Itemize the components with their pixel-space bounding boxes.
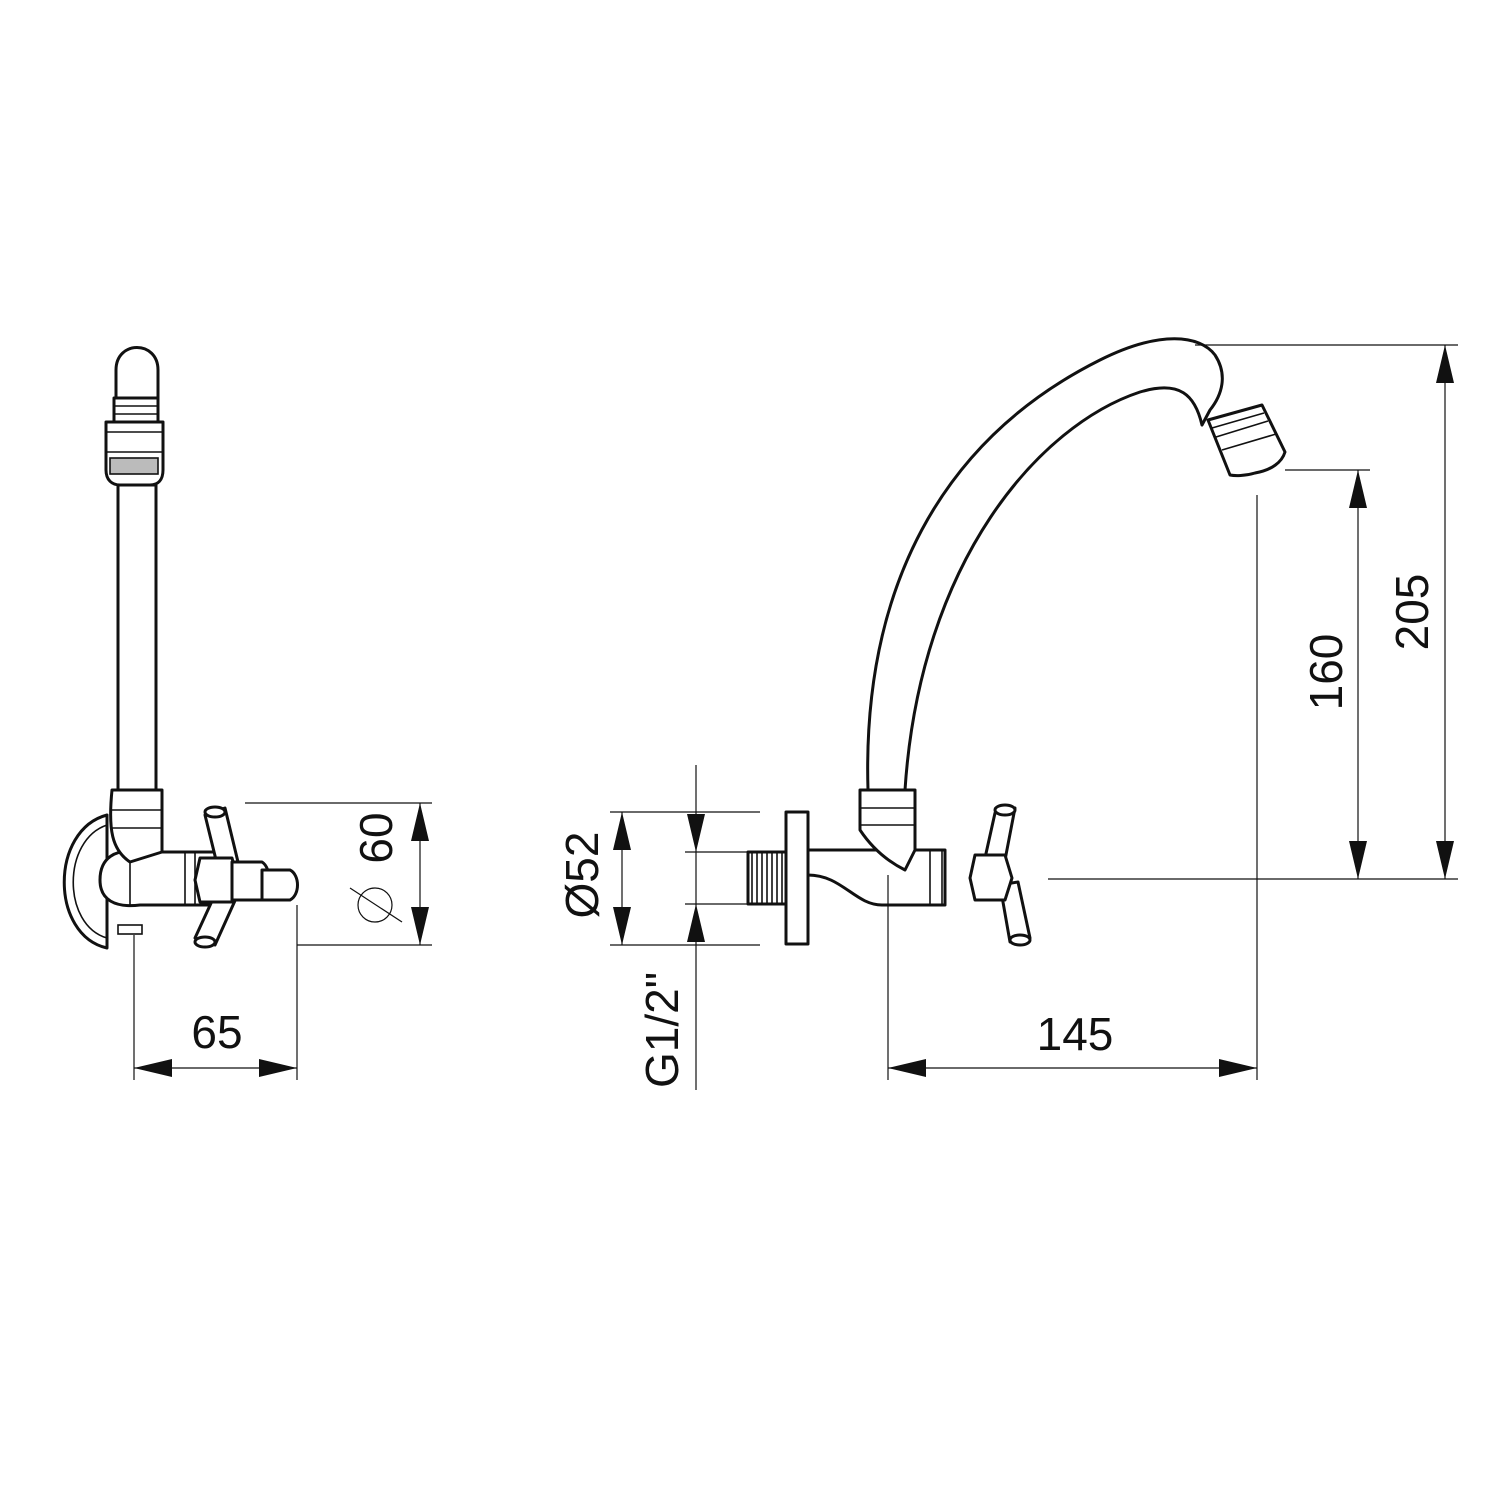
dimension-labels: 65 60 Ø52 G1/2" 145 160 205 [191,574,1438,1088]
dim-label-outlet-height: 160 [1300,634,1352,711]
side-spout-pipe [116,483,158,792]
wall-escutcheon [62,813,109,950]
dim-label-side-projection: 65 [191,1006,242,1058]
dim-label-spout-reach: 145 [1037,1008,1114,1060]
front-view [746,337,1287,947]
front-handle-hub [968,853,1014,902]
wall-flange [784,810,810,946]
threaded-inlet [746,850,788,906]
dim-label-flange-diameter: Ø52 [556,832,608,919]
front-aerator [1206,403,1287,478]
dim-label-side-height: 60 [350,812,402,863]
side-top-cap [114,346,160,400]
axis-symbol [357,887,393,923]
side-handle-stem [260,868,299,902]
dimension-lines [133,344,1458,1090]
side-view [62,346,299,950]
gooseneck-spout [866,337,1224,792]
front-valve-body [806,848,947,907]
dim-label-total-height: 205 [1386,574,1438,651]
side-handle-hub [193,856,240,904]
dim-label-thread-size: G1/2" [636,972,688,1088]
